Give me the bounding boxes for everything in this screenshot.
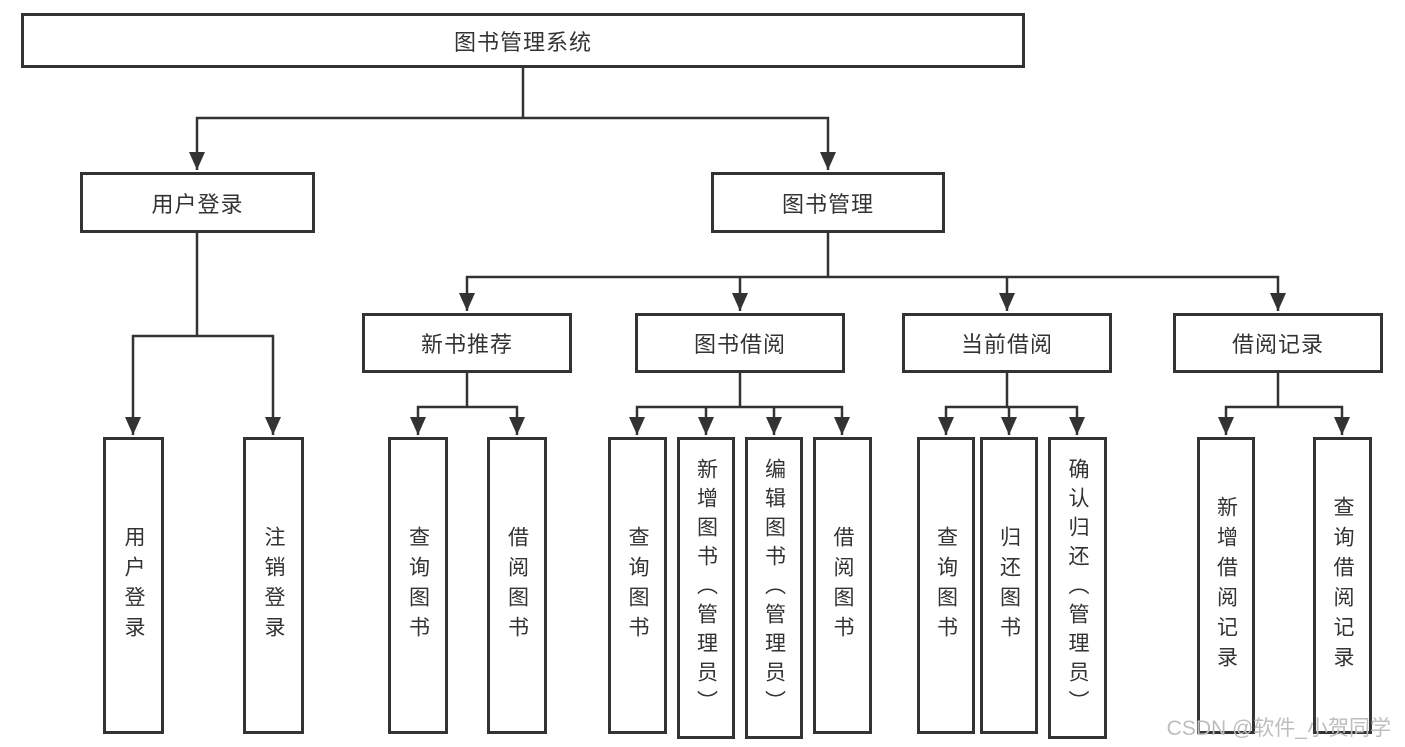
leaf-logout-label: 注销登录 xyxy=(262,525,285,646)
leaf-current-query-books: 查询图书 xyxy=(917,437,975,734)
node-borrow-records: 借阅记录 xyxy=(1173,313,1383,373)
node-new-book-recommend: 新书推荐 xyxy=(362,313,572,373)
leaf-recommend-borrow-books-label: 借阅图书 xyxy=(505,525,529,646)
leaf-confirm-return-admin-label: 确认归还（管理员） xyxy=(1066,457,1089,719)
leaf-add-book-admin-label: 新增图书（管理员） xyxy=(694,457,718,719)
leaf-current-query-books-label: 查询图书 xyxy=(934,525,958,646)
leaf-confirm-return-admin: 确认归还（管理员） xyxy=(1048,437,1107,739)
node-book-borrow-label: 图书借阅 xyxy=(693,332,786,357)
leaf-recommend-query-books: 查询图书 xyxy=(388,437,448,734)
leaf-recommend-query-books-label: 查询图书 xyxy=(406,525,430,646)
leaf-borrow-books-label: 借阅图书 xyxy=(831,525,854,646)
leaf-logout: 注销登录 xyxy=(243,437,304,734)
node-book-borrow: 图书借阅 xyxy=(635,313,845,373)
leaf-return-books: 归还图书 xyxy=(980,437,1038,734)
leaf-user-login-label: 用户登录 xyxy=(122,525,145,646)
leaf-query-borrow-record: 查询借阅记录 xyxy=(1313,437,1372,734)
watermark-text: CSDN @软件_小贺同学 xyxy=(1166,717,1391,740)
leaf-add-borrow-record-label: 新增借阅记录 xyxy=(1214,495,1238,676)
node-root: 图书管理系统 xyxy=(21,13,1025,68)
node-book-management-label: 图书管理 xyxy=(781,191,874,217)
node-user-login: 用户登录 xyxy=(80,172,315,233)
node-root-label: 图书管理系统 xyxy=(453,29,592,55)
node-new-book-recommend-label: 新书推荐 xyxy=(420,332,513,357)
node-current-borrow: 当前借阅 xyxy=(902,313,1112,373)
node-borrow-records-label: 借阅记录 xyxy=(1231,332,1324,357)
leaf-edit-book-admin-label: 编辑图书（管理员） xyxy=(762,457,786,719)
node-current-borrow-label: 当前借阅 xyxy=(960,332,1053,357)
leaf-borrow-query-books-label: 查询图书 xyxy=(626,525,649,646)
leaf-add-borrow-record: 新增借阅记录 xyxy=(1197,437,1255,734)
leaf-user-login: 用户登录 xyxy=(103,437,164,734)
leaf-recommend-borrow-books: 借阅图书 xyxy=(487,437,547,734)
leaf-add-book-admin: 新增图书（管理员） xyxy=(677,437,735,739)
leaf-edit-book-admin: 编辑图书（管理员） xyxy=(745,437,803,739)
leaf-borrow-books: 借阅图书 xyxy=(813,437,872,734)
node-book-management: 图书管理 xyxy=(711,172,945,233)
node-user-login-label: 用户登录 xyxy=(151,191,244,217)
leaf-return-books-label: 归还图书 xyxy=(997,525,1021,646)
leaf-borrow-query-books: 查询图书 xyxy=(608,437,667,734)
leaf-query-borrow-record-label: 查询借阅记录 xyxy=(1331,495,1354,676)
